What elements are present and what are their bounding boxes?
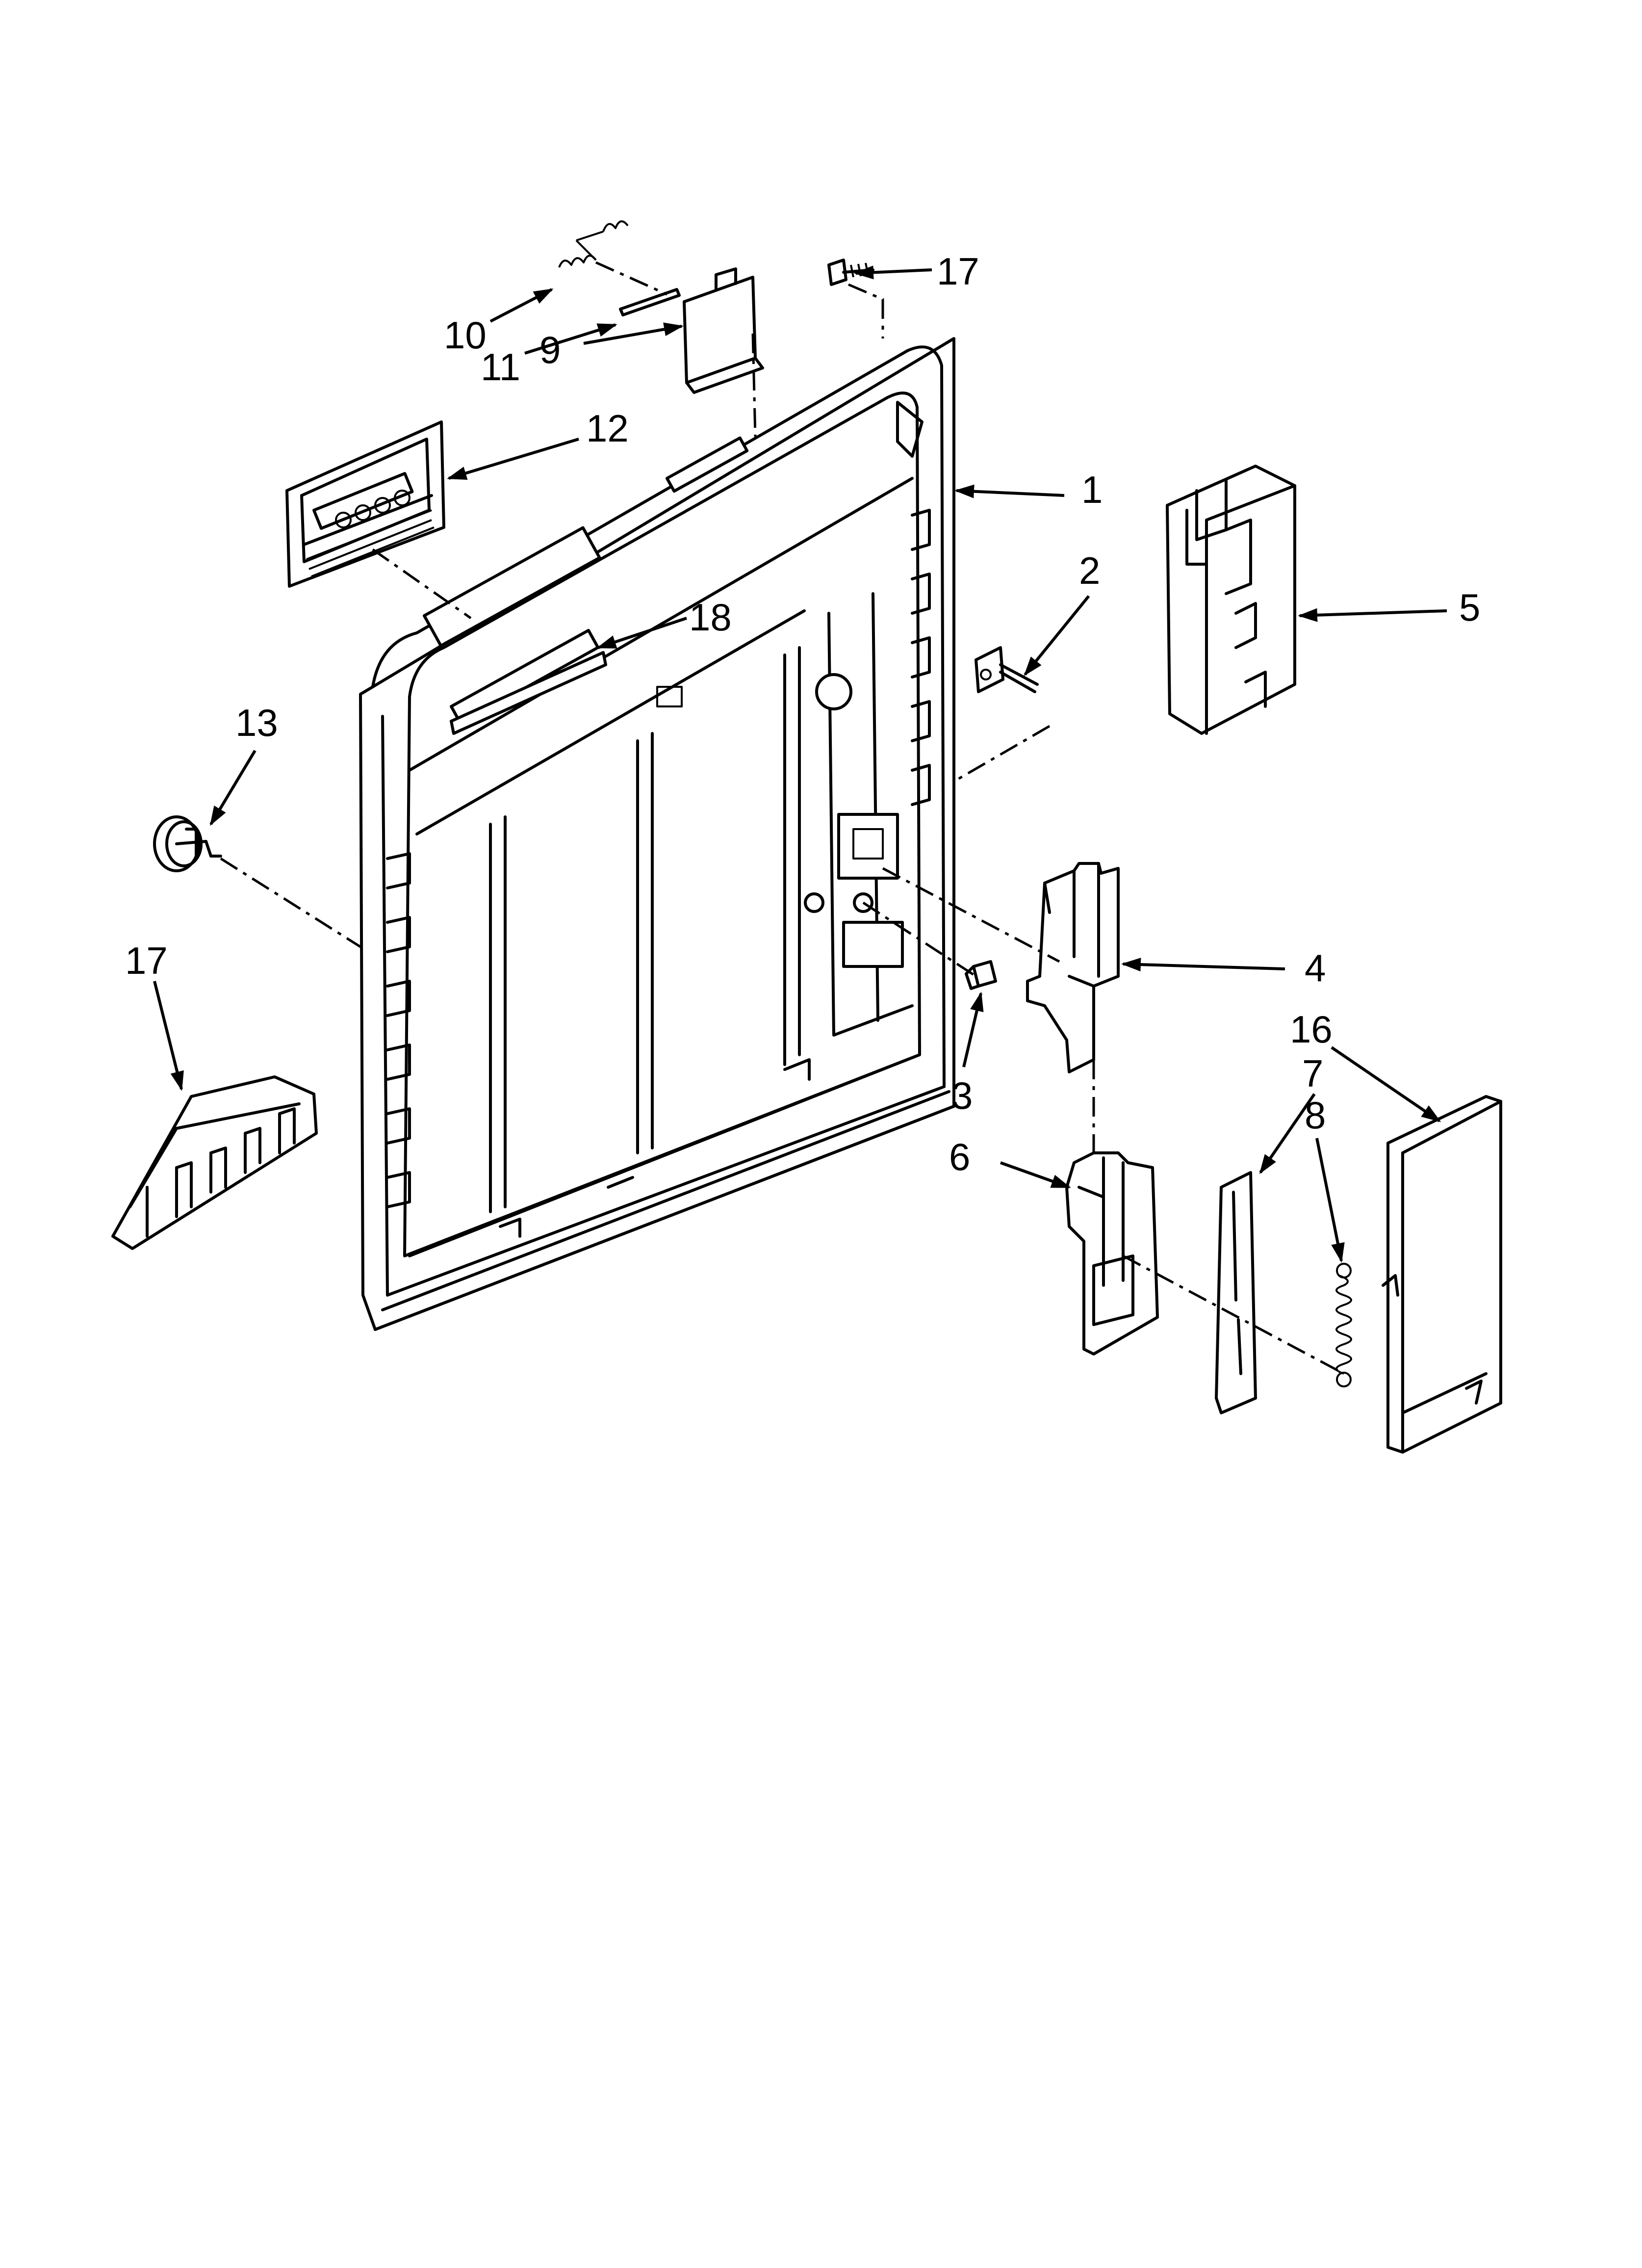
callout-12: 12 [586, 407, 629, 450]
latch-assembly-part [1166, 465, 1296, 735]
leader-17 [153, 981, 184, 1091]
leader-8 [1315, 1138, 1345, 1263]
leader-1 [954, 484, 1065, 498]
leader-3 [962, 991, 984, 1068]
assembly-line-screw [848, 283, 884, 339]
callout-15: 17 [937, 250, 979, 293]
leader-2 [1024, 595, 1090, 677]
latch-housing-part [1065, 1151, 1159, 1356]
leader-9 [583, 322, 684, 345]
callout-1: 1 [1081, 468, 1103, 511]
spring-part [1335, 1263, 1352, 1387]
leader-12 [447, 438, 579, 480]
callout-5: 5 [1459, 586, 1480, 629]
callout-3: 3 [951, 1074, 973, 1117]
callout-13: 13 [235, 701, 278, 744]
leader-13 [209, 750, 257, 826]
leader-10 [489, 288, 554, 323]
callout-18: 18 [689, 596, 732, 639]
vent-cover-part [683, 267, 764, 394]
latch-bracket-part [1026, 862, 1120, 1073]
leader-7 [1259, 1093, 1316, 1174]
hinge-pin-part [975, 646, 1039, 693]
callout-4: 4 [1305, 946, 1326, 990]
inner-door-panel-part [359, 337, 955, 1331]
assembly-line-bumper [220, 857, 361, 948]
callout-17: 17 [125, 939, 168, 982]
callout-8: 8 [1305, 1094, 1326, 1137]
leader-11 [524, 323, 617, 355]
assembly-line-cover [751, 333, 757, 437]
callout-7: 7 [1302, 1052, 1323, 1095]
leader-4 [1121, 958, 1285, 972]
leader-15 [854, 265, 932, 280]
callout-11: 11 [481, 345, 520, 389]
assembly-line-hinge [955, 725, 1051, 782]
assembly-line-slider [1122, 1254, 1345, 1375]
side-cover-part [1382, 1095, 1502, 1454]
rod-part [619, 288, 681, 316]
springs-part [558, 220, 629, 268]
assembly-line-latch [882, 867, 1060, 963]
slider-part [1215, 1171, 1257, 1414]
callout-2: 2 [1079, 549, 1100, 592]
bumper-part [153, 815, 222, 872]
callout-6: 6 [949, 1135, 970, 1178]
assembly-line-knob [862, 901, 977, 978]
leader-18 [596, 617, 687, 649]
leader-6 [1000, 1161, 1071, 1189]
callout-10: 10 [444, 313, 487, 357]
callout-9: 9 [539, 328, 561, 371]
callout-16: 16 [1290, 1008, 1333, 1051]
bracket-strip-part [450, 651, 607, 735]
end-cap-part [111, 1075, 318, 1250]
assembly-line-vent [372, 548, 472, 620]
leader-16 [1331, 1046, 1441, 1122]
knob-part [965, 960, 997, 990]
vent-part [285, 420, 445, 588]
assembly-line-springs [595, 261, 668, 296]
leader-5 [1298, 608, 1447, 622]
